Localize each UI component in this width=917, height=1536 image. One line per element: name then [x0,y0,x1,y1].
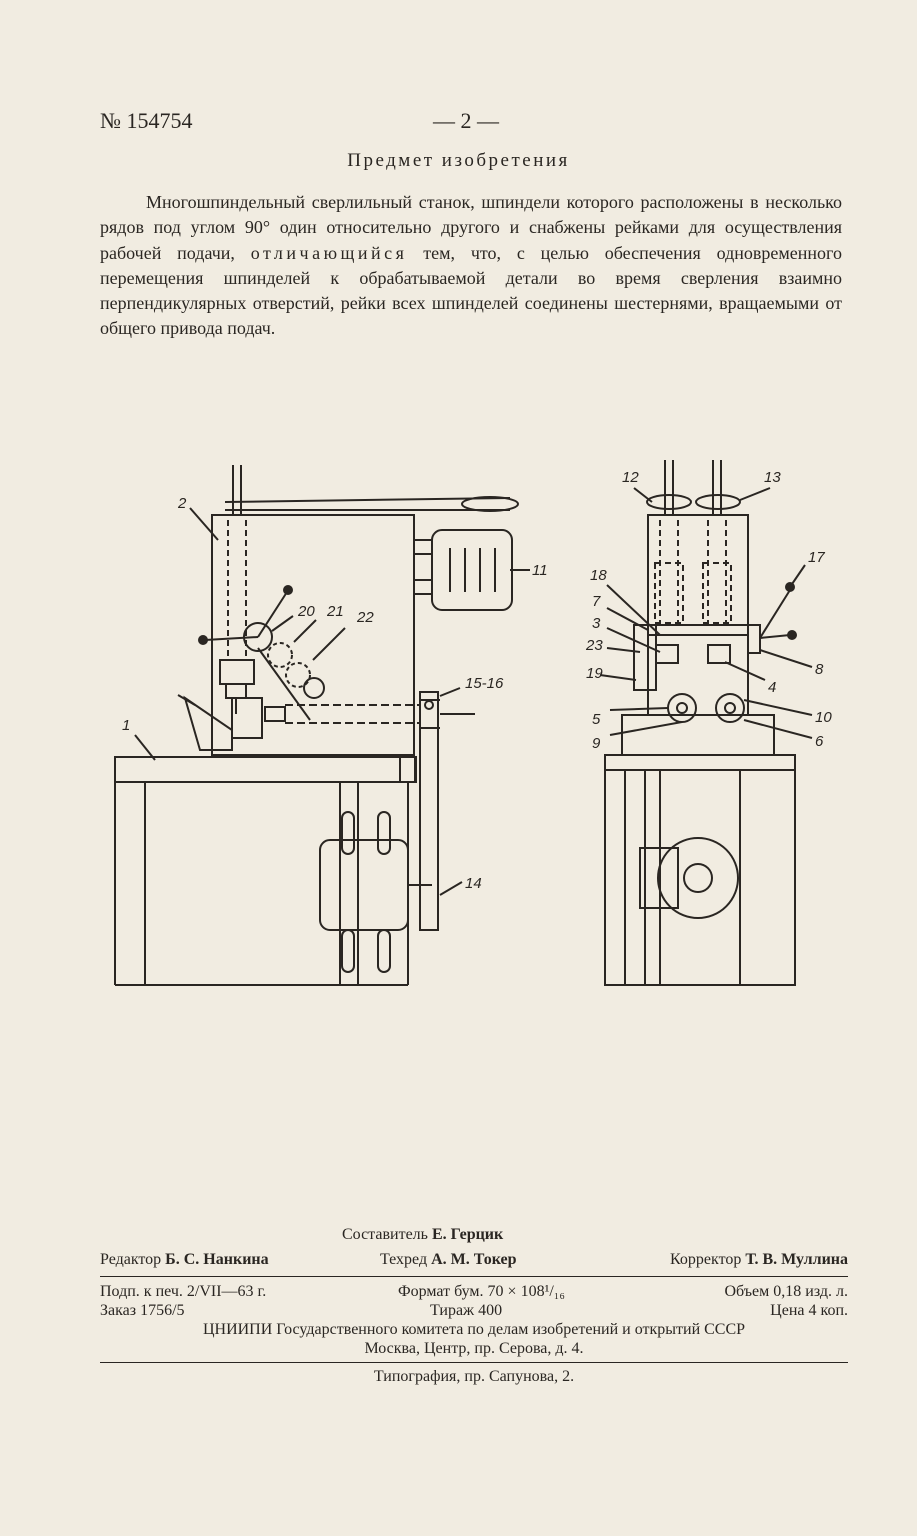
claim-text-part1: Многошпиндельный сверлильный станок, шпи… [100,192,842,263]
compiler-label: Составитель [342,1226,428,1243]
label-20: 20 [297,603,315,620]
label-22: 22 [356,609,374,626]
techred-name: А. М. Токер [431,1251,517,1268]
label-6: 6 [815,733,824,750]
label-11: 11 [532,562,548,579]
label-5: 5 [592,711,601,728]
printing-house: Типография, пр. Сапунова, 2. [373,1368,575,1385]
techred-label: Техред [380,1251,428,1268]
editor-label: Редактор [100,1251,162,1268]
label-4: 4 [768,679,776,696]
label-2: 2 [177,495,187,512]
claim-title: Предмет изобретения [347,150,570,171]
publisher-address: Москва, Центр, пр. Серова, д. 4. [364,1340,584,1357]
circulation: Тираж 400 [430,1302,503,1319]
label-7: 7 [592,593,601,610]
paper-format: Формат бум. 70 × 108¹/₁₆ [398,1283,565,1300]
label-15-16: 15-16 [465,675,504,692]
signed-date: Подп. к печ. 2/VII—63 г. [100,1283,267,1300]
claim-text-part2: тем, что, с целью обеспечения одновремен… [100,242,842,339]
label-9: 9 [592,735,601,752]
label-18: 18 [590,567,607,584]
label-8: 8 [815,661,824,678]
patent-number: № 154754 [100,108,193,133]
label-21: 21 [326,603,344,620]
editor-name: Б. С. Нанкина [165,1251,269,1268]
divider-top [100,1276,848,1277]
order-number: Заказ 1756/5 [100,1302,185,1319]
publisher: ЦНИИПИ Государственного комитета по дела… [202,1321,746,1338]
technical-drawing: 2 1 11 20 21 22 15-16 14 12 13 17 18 7 3… [114,460,832,986]
corrector-name: Т. В. Муллина [745,1251,848,1268]
label-1: 1 [122,717,130,734]
label-12: 12 [622,469,639,486]
divider-bottom [100,1362,848,1363]
label-3: 3 [592,615,601,632]
page-number: — 2 — [433,108,499,133]
claim-text: Многошпиндельный сверлильный станок, шпи… [100,190,842,342]
label-13: 13 [764,469,781,486]
label-23: 23 [585,637,603,654]
label-14: 14 [465,875,482,892]
corrector-label: Корректор [670,1251,742,1268]
volume: Объем 0,18 изд. л. [724,1283,848,1300]
price: Цена 4 коп. [770,1302,848,1319]
label-19: 19 [586,665,603,682]
label-17: 17 [808,549,825,566]
claim-spaced-phrase: отличающийся [250,242,408,263]
compiler-name: Е. Герцик [431,1226,504,1243]
label-10: 10 [815,709,832,726]
